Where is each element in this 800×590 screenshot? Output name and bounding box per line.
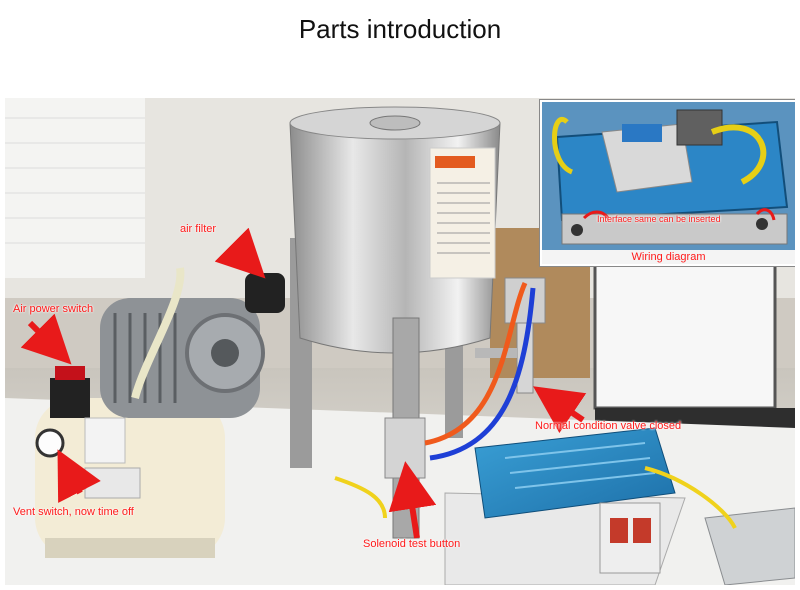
page-title: Parts introduction [298,14,502,44]
product-photo: air filter Air power switch Vent switch,… [5,98,795,585]
label-wiring-diagram: Wiring diagram [542,250,795,264]
label-solenoid-test-button: Solenoid test button [363,538,461,550]
label-air-power-switch: Air power switch [13,303,94,315]
label-interface: Interface same can be inserted [597,214,721,224]
label-air-filter: air filter [180,223,217,235]
wiring-diagram-image [542,102,795,264]
wiring-diagram-inset: Interface same can be inserted Wiring di… [540,100,795,266]
label-normal-condition-valve: Normal condition valve closed [535,420,682,432]
label-vent-switch: Vent switch, now time off [13,506,134,518]
